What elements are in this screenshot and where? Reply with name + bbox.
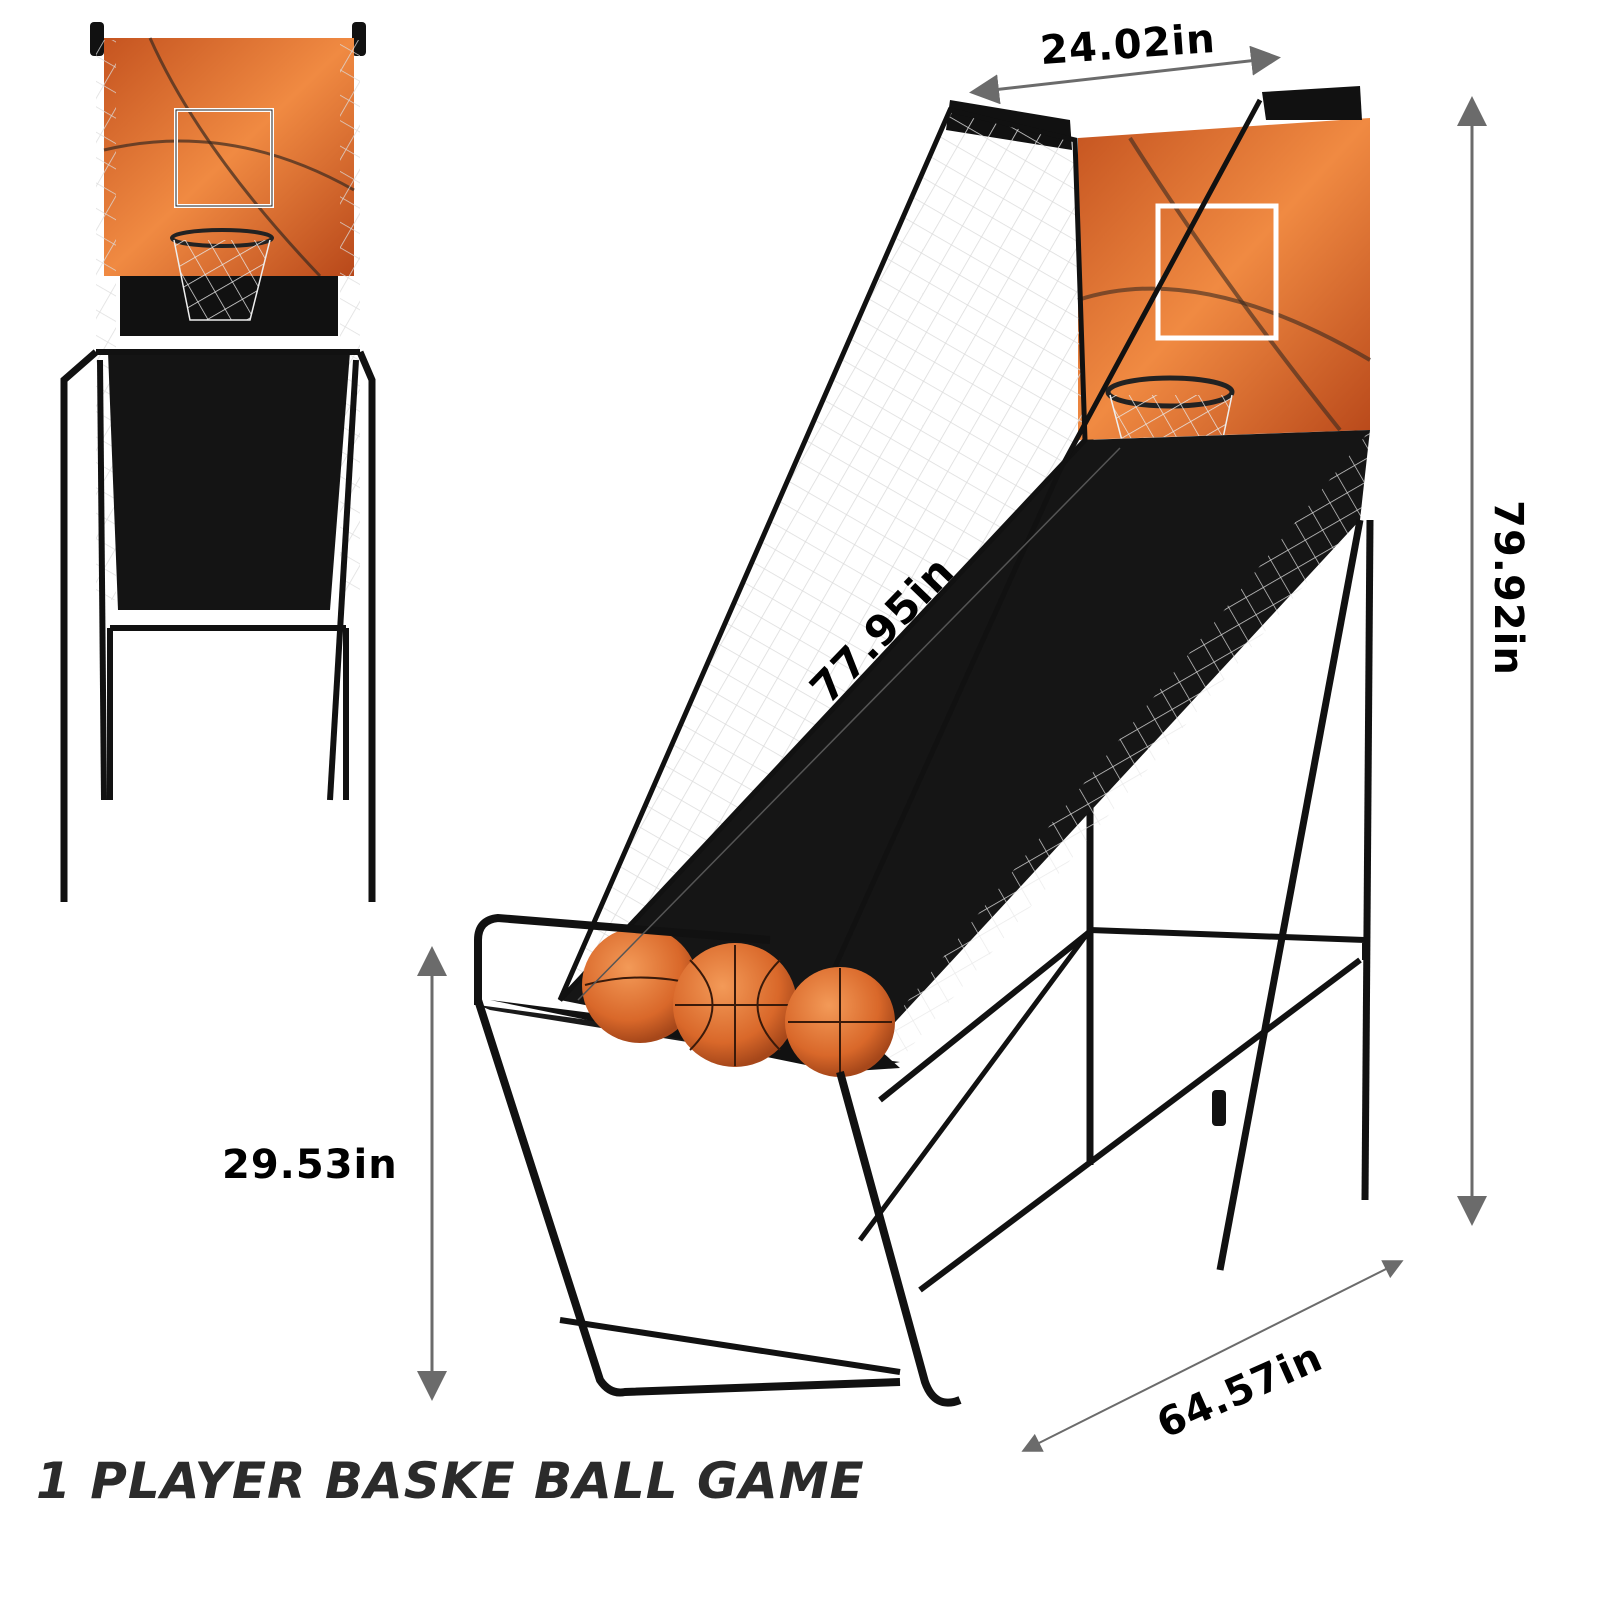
product-title: 1 PLAYER BASKE BALL GAME bbox=[36, 1452, 865, 1510]
front-view-illustration bbox=[60, 22, 376, 902]
dimension-arrows bbox=[417, 45, 1487, 1452]
side-view-illustration bbox=[474, 86, 1374, 1407]
height-dimension-label: 79.92in bbox=[1484, 500, 1531, 676]
front-height-dimension-label: 29.53in bbox=[222, 1142, 398, 1188]
